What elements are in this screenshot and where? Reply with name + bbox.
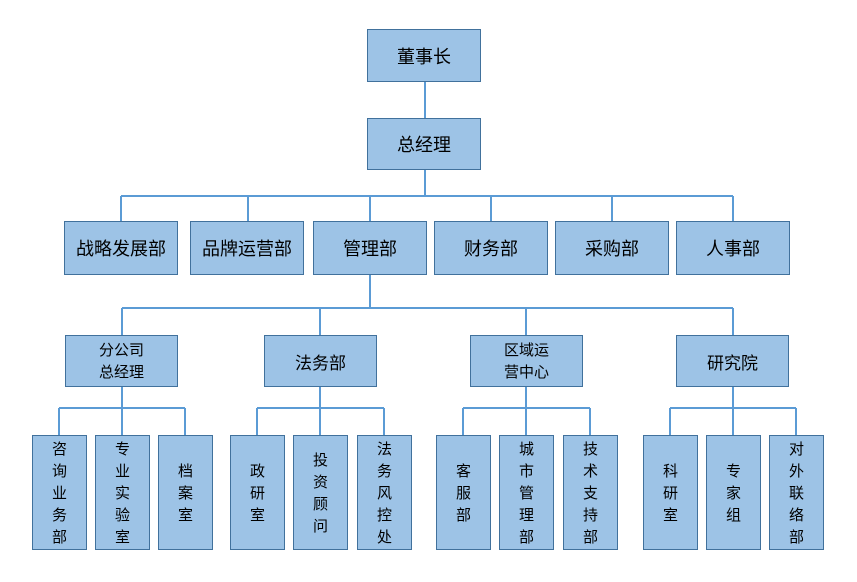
unit-box: 专家组 (706, 435, 761, 550)
department-box: 人事部 (676, 221, 790, 275)
department-label: 品牌运营部 (202, 239, 292, 260)
chairman-box: 董事长 (367, 29, 481, 82)
branch-label-line2: 总经理 (98, 363, 144, 381)
branch-label: 法务部 (295, 353, 346, 374)
chairman-label: 董事长 (397, 46, 451, 68)
branch-label-line1: 区域运 (503, 341, 549, 359)
unit-label: 对外联络部 (788, 439, 804, 546)
unit-box: 政研室 (230, 435, 285, 550)
branch-label-line1: 分公司 (98, 341, 144, 359)
department-box: 品牌运营部 (190, 221, 304, 275)
unit-label: 科研室 (662, 461, 678, 524)
unit-label: 客服部 (455, 461, 471, 524)
unit-box: 技术支持部 (563, 435, 618, 550)
general-manager-box: 总经理 (367, 118, 481, 170)
department-label: 战略发展部 (76, 239, 166, 260)
unit-box: 城市管理部 (499, 435, 554, 550)
department-box: 管理部 (313, 221, 427, 275)
branch-box: 研究院 (676, 335, 789, 387)
department-label: 采购部 (585, 239, 639, 260)
department-box: 战略发展部 (64, 221, 178, 275)
unit-label: 档案室 (177, 461, 193, 524)
branch-box: 法务部 (264, 335, 377, 387)
unit-label: 投资顾问 (312, 450, 328, 535)
branch-label: 研究院 (707, 353, 758, 374)
department-box: 财务部 (434, 221, 548, 275)
branch-box: 区域运 营中心 (470, 335, 583, 387)
unit-box: 法务风控处 (357, 435, 412, 550)
unit-box: 科研室 (643, 435, 698, 550)
unit-box: 专业实验室 (95, 435, 150, 550)
unit-label: 专家组 (725, 461, 741, 524)
department-label: 人事部 (706, 239, 760, 260)
unit-label: 专业实验室 (114, 439, 130, 546)
unit-label: 咨询业务部 (51, 439, 67, 546)
branch-label-line2: 营中心 (503, 363, 549, 381)
unit-box: 咨询业务部 (32, 435, 87, 550)
department-box: 采购部 (555, 221, 669, 275)
unit-box: 对外联络部 (769, 435, 824, 550)
unit-box: 客服部 (436, 435, 491, 550)
general-manager-label: 总经理 (397, 135, 451, 156)
unit-box: 投资顾问 (293, 435, 348, 550)
unit-label: 法务风控处 (376, 439, 392, 546)
unit-box: 档案室 (158, 435, 213, 550)
branch-box: 分公司 总经理 (65, 335, 178, 387)
unit-label: 技术支持部 (582, 439, 598, 546)
department-label: 管理部 (343, 239, 397, 260)
department-label: 财务部 (464, 239, 518, 260)
unit-label: 城市管理部 (518, 439, 534, 546)
unit-label: 政研室 (249, 461, 265, 524)
